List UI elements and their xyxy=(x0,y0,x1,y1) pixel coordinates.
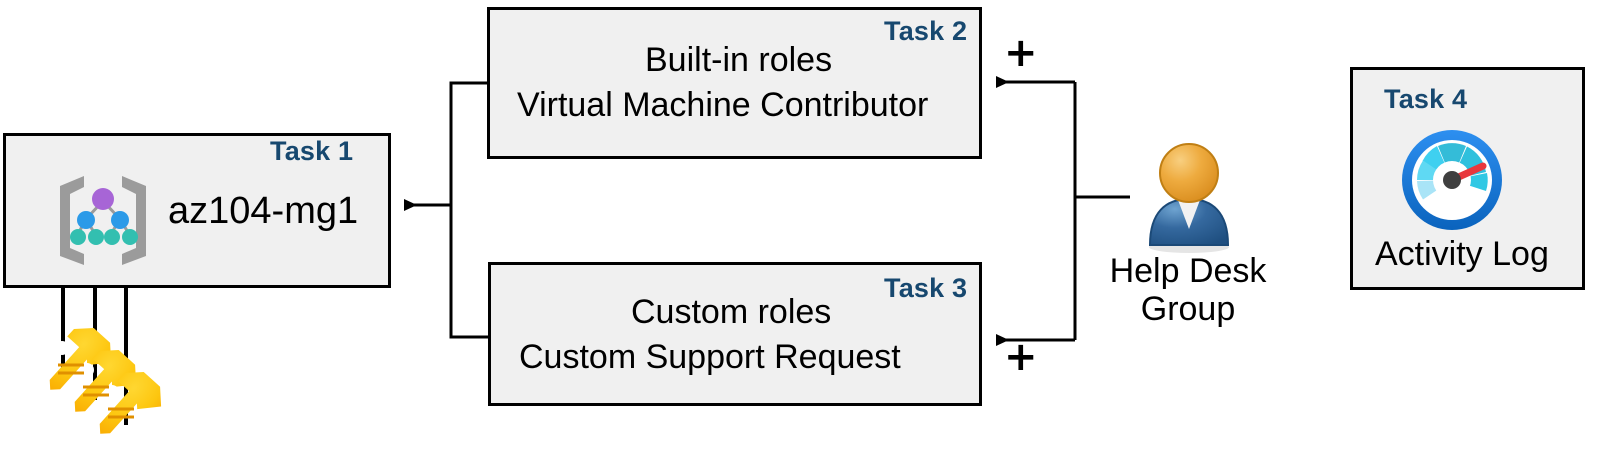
key-hole xyxy=(55,341,69,355)
help-desk-group-caption: Help Desk Group xyxy=(1088,252,1288,328)
task-1-name: az104-mg1 xyxy=(168,190,359,232)
person-collar xyxy=(1178,195,1200,229)
person-head xyxy=(1159,143,1219,203)
task-2-plus-sign: + xyxy=(1004,30,1038,76)
task-3-line-1: Custom roles xyxy=(631,293,832,331)
task-1-box[interactable] xyxy=(3,133,391,288)
key-ridges xyxy=(58,363,134,419)
mg-leaf-node xyxy=(70,229,86,245)
mg-leaf-node xyxy=(122,229,138,245)
task-3-plus-sign: + xyxy=(1004,334,1038,380)
mg-mid-node xyxy=(111,211,129,229)
management-group-icon xyxy=(60,176,146,265)
task-1-label: Task 1 xyxy=(270,136,354,166)
user-group-icon xyxy=(1148,143,1230,253)
task-2-line-1: Built-in roles xyxy=(645,41,833,79)
mg-leaf-node xyxy=(88,229,104,245)
gauge-hub xyxy=(1443,171,1461,189)
roles-to-mg-connector xyxy=(404,81,488,339)
task-4-name: Activity Log xyxy=(1375,235,1549,273)
activity-log-gauge-icon xyxy=(1402,130,1502,230)
mg-mid-node xyxy=(77,211,95,229)
task-3-label: Task 3 xyxy=(884,273,968,303)
task-3-line-2: Custom Support Request xyxy=(519,338,901,376)
task-2-label: Task 2 xyxy=(884,16,968,46)
task-2-line-2: Virtual Machine Contributor xyxy=(517,86,929,124)
mg-bracket-left xyxy=(60,176,84,265)
help-desk-group-line-1: Help Desk xyxy=(1109,252,1267,290)
key-3 xyxy=(99,371,162,434)
task-3-box[interactable] xyxy=(488,262,982,406)
mg-bracket-right xyxy=(122,176,146,265)
mg-leaf-node xyxy=(104,229,120,245)
task-2-box[interactable] xyxy=(487,7,982,159)
help-desk-group-line-2: Group xyxy=(1140,290,1236,329)
task-4-label: Task 4 xyxy=(1384,84,1468,114)
keys-icon xyxy=(49,327,162,434)
mg-root-node xyxy=(92,188,114,210)
